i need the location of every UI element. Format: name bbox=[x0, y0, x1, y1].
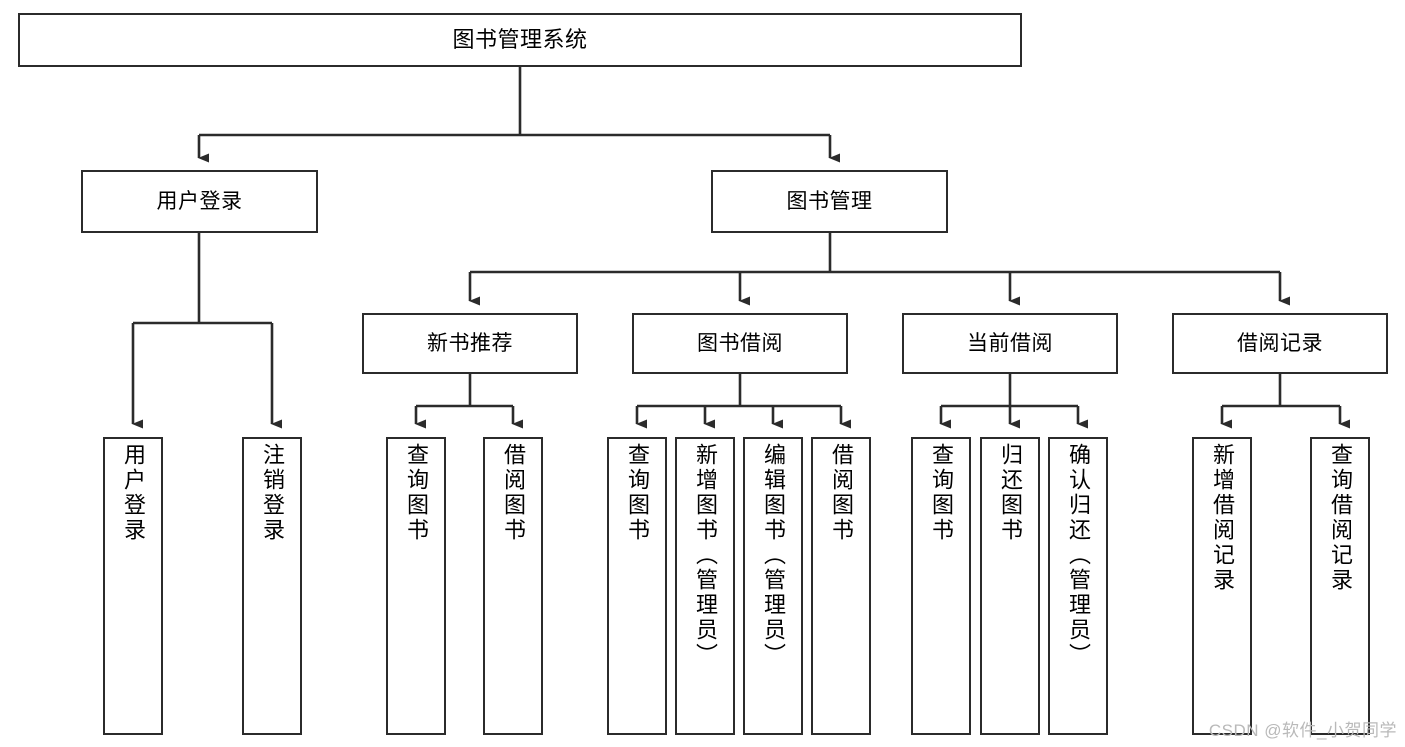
node-label: 借阅图书 bbox=[829, 443, 854, 543]
node-label: 新书推荐 bbox=[427, 332, 513, 355]
leaf-current-return-book[interactable]: 归还图书 bbox=[980, 437, 1040, 735]
node-label: 查询借阅记录 bbox=[1328, 443, 1353, 593]
leaf-borrow-add-book-admin[interactable]: 新增图书（管理员） bbox=[675, 437, 735, 735]
node-label: 注销登录 bbox=[260, 443, 285, 543]
node-label: 图书管理系统 bbox=[452, 27, 588, 52]
node-label: 查询图书 bbox=[404, 443, 429, 543]
leaf-user-login-signout[interactable]: 注销登录 bbox=[242, 437, 302, 735]
node-label: 图书借阅 bbox=[697, 332, 783, 355]
node-label: 编辑图书（管理员） bbox=[761, 443, 786, 668]
leaf-new-book-query-book[interactable]: 查询图书 bbox=[386, 437, 446, 735]
node-borrow-records[interactable]: 借阅记录 bbox=[1172, 313, 1388, 374]
node-book-borrow[interactable]: 图书借阅 bbox=[632, 313, 848, 374]
node-new-book-recommendation[interactable]: 新书推荐 bbox=[362, 313, 578, 374]
node-user-login[interactable]: 用户登录 bbox=[81, 170, 318, 233]
leaf-records-query-record[interactable]: 查询借阅记录 bbox=[1310, 437, 1370, 735]
leaf-new-book-borrow-book[interactable]: 借阅图书 bbox=[483, 437, 543, 735]
leaf-current-query-book[interactable]: 查询图书 bbox=[911, 437, 971, 735]
leaf-current-confirm-return-admin[interactable]: 确认归还（管理员） bbox=[1048, 437, 1108, 735]
node-current-borrow[interactable]: 当前借阅 bbox=[902, 313, 1118, 374]
node-label: 借阅记录 bbox=[1237, 332, 1323, 355]
leaf-records-add-record[interactable]: 新增借阅记录 bbox=[1192, 437, 1252, 735]
node-label: 用户登录 bbox=[121, 443, 146, 543]
node-label: 用户登录 bbox=[156, 190, 243, 213]
node-label: 查询图书 bbox=[929, 443, 954, 543]
leaf-borrow-query-book[interactable]: 查询图书 bbox=[607, 437, 667, 735]
node-label: 查询图书 bbox=[625, 443, 650, 543]
node-label: 图书管理 bbox=[786, 190, 873, 213]
node-root-book-management-system[interactable]: 图书管理系统 bbox=[18, 13, 1022, 67]
node-label: 新增借阅记录 bbox=[1210, 443, 1235, 593]
leaf-borrow-borrow-book[interactable]: 借阅图书 bbox=[811, 437, 871, 735]
node-label: 归还图书 bbox=[998, 443, 1023, 543]
node-label: 借阅图书 bbox=[501, 443, 526, 543]
node-label: 确认归还（管理员） bbox=[1066, 443, 1091, 668]
leaf-user-login-signin[interactable]: 用户登录 bbox=[103, 437, 163, 735]
leaf-borrow-edit-book-admin[interactable]: 编辑图书（管理员） bbox=[743, 437, 803, 735]
node-label: 当前借阅 bbox=[967, 332, 1053, 355]
node-book-management[interactable]: 图书管理 bbox=[711, 170, 948, 233]
node-label: 新增图书（管理员） bbox=[693, 443, 718, 668]
